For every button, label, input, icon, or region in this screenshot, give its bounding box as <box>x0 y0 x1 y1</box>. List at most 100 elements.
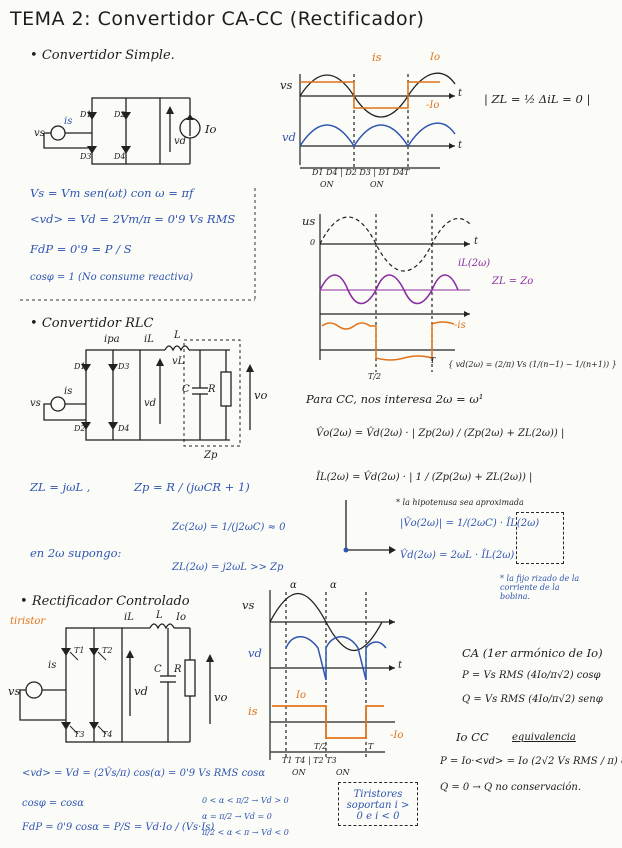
ripple-equation: | ZL = ½ ΔiL = 0 | <box>484 92 591 106</box>
rlc-vs-label: vs <box>30 398 41 409</box>
cr-r-label: R <box>174 664 182 675</box>
tiristores-note: Tiristores soportan i > 0 e i < 0 <box>346 789 410 822</box>
wave3-alpha-label-1: α <box>290 580 297 591</box>
section2-heading: • Convertidor RLC <box>30 316 154 331</box>
equivalencia-label: equivalencia <box>512 732 576 743</box>
wave3-on2: ON <box>336 768 350 777</box>
sec3-eq1: <vd> = Vd = (2V̂s/π) cos(α) = 0'9 Vs RMS… <box>22 768 266 779</box>
rlc-vl-label: vL <box>172 356 185 367</box>
il-dashed-box <box>516 512 564 564</box>
cr-l-label: L <box>156 610 163 621</box>
circuit1-d1-label: D1 <box>80 110 92 119</box>
wave2-zl-zo-label: ZL = Zo <box>492 276 534 287</box>
sec1-eq4: cosφ = 1 (No consume reactiva) <box>30 272 194 283</box>
cr-c-label: C <box>154 664 162 675</box>
wave1-io-label: Io <box>430 52 440 63</box>
supposition-2: ZL(2ω) = j2ωL >> Zp <box>172 562 284 573</box>
cr-t2-label: T2 <box>102 646 113 655</box>
zp-definition: Zp = R / (jωCR + 1) <box>134 480 250 494</box>
eq-vo-2w: V̂o(2ω) = V̂d(2ω) · | Zp(2ω) / (Zp(2ω) +… <box>316 428 565 439</box>
note-hipotenusa: * la hipotenusa sea aproximada <box>396 498 524 507</box>
eq-il-2w: ÎL(2ω) = V̂d(2ω) · | 1 / (Zp(2ω) + ZL(2ω… <box>316 472 533 483</box>
section1-heading-text: Convertidor Simple. <box>41 48 175 63</box>
fourier-formula: { vd(2ω) = (2/π) Vs (1/(n−1) − 1/(n+1)) … <box>448 360 617 369</box>
ca-heading: CA (1er armónico de Io) <box>462 646 603 660</box>
wave2-us-label: us <box>302 214 316 228</box>
rlc-d2-label: D2 <box>74 424 86 433</box>
zl-definition: ZL = jωL , <box>30 480 91 494</box>
rlc-d4-label: D4 <box>118 424 130 433</box>
alpha-case-1: 0 < α < π/2 → Vd > 0 <box>202 796 289 805</box>
section2-heading-text: Convertidor RLC <box>41 316 154 331</box>
circuit1-io-label: Io <box>205 122 217 136</box>
circuit1-d2-label: D2 <box>114 110 126 119</box>
wave3-t2-label: T/2 <box>314 742 328 751</box>
rlc-il-label: iL <box>144 334 154 345</box>
cr-t3-label: T3 <box>74 730 85 739</box>
rlc-ipa-label: ipa <box>104 334 120 345</box>
cr-is-label: is <box>48 660 57 671</box>
sec1-eq3: FdP = 0'9 = P / S <box>30 242 132 256</box>
circuit1-d3-label: D3 <box>80 152 92 161</box>
page-title: TEMA 2: Convertidor CA-CC (Rectificador) <box>10 8 425 30</box>
sec1-eq2: <vd> = Vd = 2Vm/π = 0'9 Vs RMS <box>30 212 236 226</box>
circuit1-vd-label: vd <box>174 136 187 147</box>
wave3-t-label: T <box>368 742 374 751</box>
wave1-ticks: D1 D4 | D2 D3 | D1 D4 <box>312 168 405 177</box>
wave3-on1: ON <box>292 768 306 777</box>
en-2w-supongo: en 2ω supongo: <box>30 546 122 560</box>
wave2-t-label: T <box>430 356 436 365</box>
alpha-case-2: α = π/2 → Vd = 0 <box>202 812 272 821</box>
wave3-is-label: is <box>248 704 258 718</box>
wave3-ticks: T1 T4 | T2 T3 <box>282 756 337 765</box>
wave3-io-label: Io <box>296 690 306 701</box>
wave1-on1: ON <box>320 180 334 189</box>
wave3-minus-io-label: -Io <box>390 730 404 741</box>
section3-heading-text: Rectificador Controlado <box>31 594 190 609</box>
alpha-case-3: π/2 < α < π → Vd < 0 <box>202 828 289 837</box>
io-cc-label: Io CC <box>456 730 489 744</box>
wave1-minus-io-label: -Io <box>426 100 440 111</box>
circuit1-vs-label: vs <box>34 128 45 139</box>
wave1-t-axis-label: t <box>458 88 463 99</box>
tiristor-label: tiristor <box>10 616 46 627</box>
note-rizado: * la fijo rizado de la corriente de la b… <box>500 574 580 601</box>
rlc-l-label: L <box>174 330 181 341</box>
circuit1-is-label: is <box>64 116 73 127</box>
cr-t4-label: T4 <box>102 730 113 739</box>
wave2-t2-label: T/2 <box>368 372 382 381</box>
section3-heading: • Rectificador Controlado <box>20 594 190 609</box>
cr-il-label: iL <box>124 612 134 623</box>
wave1-vs-label: vs <box>280 78 293 92</box>
wave2-t-axis-label: t <box>474 236 479 247</box>
section1-heading: • Convertidor Simple. <box>30 48 175 63</box>
cr-vo-label: vo <box>214 690 228 704</box>
rlc-d3-label: D3 <box>118 362 130 371</box>
wave2-zero-label: 0 <box>310 238 316 247</box>
sec3-eq2: cosφ = cosα <box>22 798 84 809</box>
cc-power-q: Q = 0 → Q no conservación. <box>440 782 581 793</box>
circuit1-d4-label: D4 <box>114 152 126 161</box>
wave3-alpha-label-2: α <box>330 580 337 591</box>
rlc-vd-label: vd <box>144 398 157 409</box>
wave1-t-axis-label-2: t <box>458 140 463 151</box>
rlc-c-label: C <box>182 384 190 395</box>
para-cc-text: Para CC, nos interesa 2ω = ω¹ <box>306 392 484 406</box>
rlc-d1-label: D1 <box>74 362 86 371</box>
supposition-1: Zc(2ω) = 1/(j2ωC) ≈ 0 <box>172 522 286 533</box>
wave1-is-label: is <box>372 50 382 64</box>
tiristores-box: Tiristores soportan i > 0 e i < 0 <box>338 782 418 826</box>
sec1-eq1: Vs = Vm sen(ωt) con ω = πf <box>30 186 194 200</box>
rlc-vo-label: vo <box>254 388 268 402</box>
wave3-t-axis-label: t <box>398 660 403 671</box>
wave1-on2: ON <box>370 180 384 189</box>
wave1-vd-label: vd <box>282 130 296 144</box>
